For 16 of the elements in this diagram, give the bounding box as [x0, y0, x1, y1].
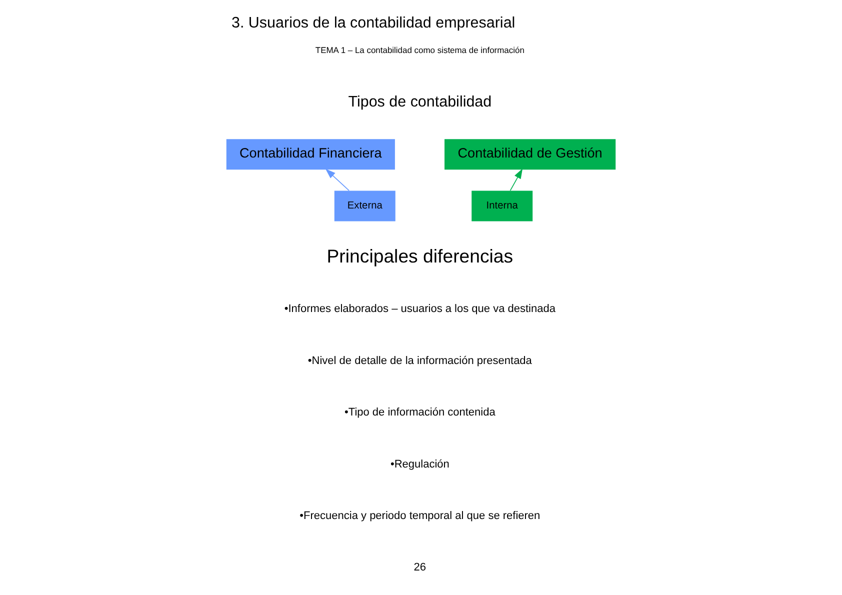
arrow [325, 168, 350, 191]
label: Principales diferencias [326, 245, 514, 266]
node-box: Interna [472, 190, 533, 222]
node-box: Contabilidad Financiera [226, 139, 395, 170]
label: •Regulación [390, 458, 450, 470]
arrow [510, 168, 523, 191]
label: •Frecuencia y periodo temporal al que se refieren [300, 510, 540, 522]
label: •Informes elaborados – usuarios a los que va destinada [284, 303, 556, 316]
label: •Tipo de información contenida [344, 406, 496, 419]
label: TEMA 1 – La contabilidad como sistema de información [315, 45, 524, 56]
diagram-title: 3. Usuarios de la contabilidad empresarial [232, 14, 516, 32]
node-box: Externa [334, 190, 396, 222]
label: 26 [414, 562, 426, 574]
label: Tipos de contabilidad [348, 93, 492, 110]
label: •Nivel de detalle de la información presentada [308, 354, 532, 367]
node-box: Contabilidad de Gestión [444, 139, 616, 170]
